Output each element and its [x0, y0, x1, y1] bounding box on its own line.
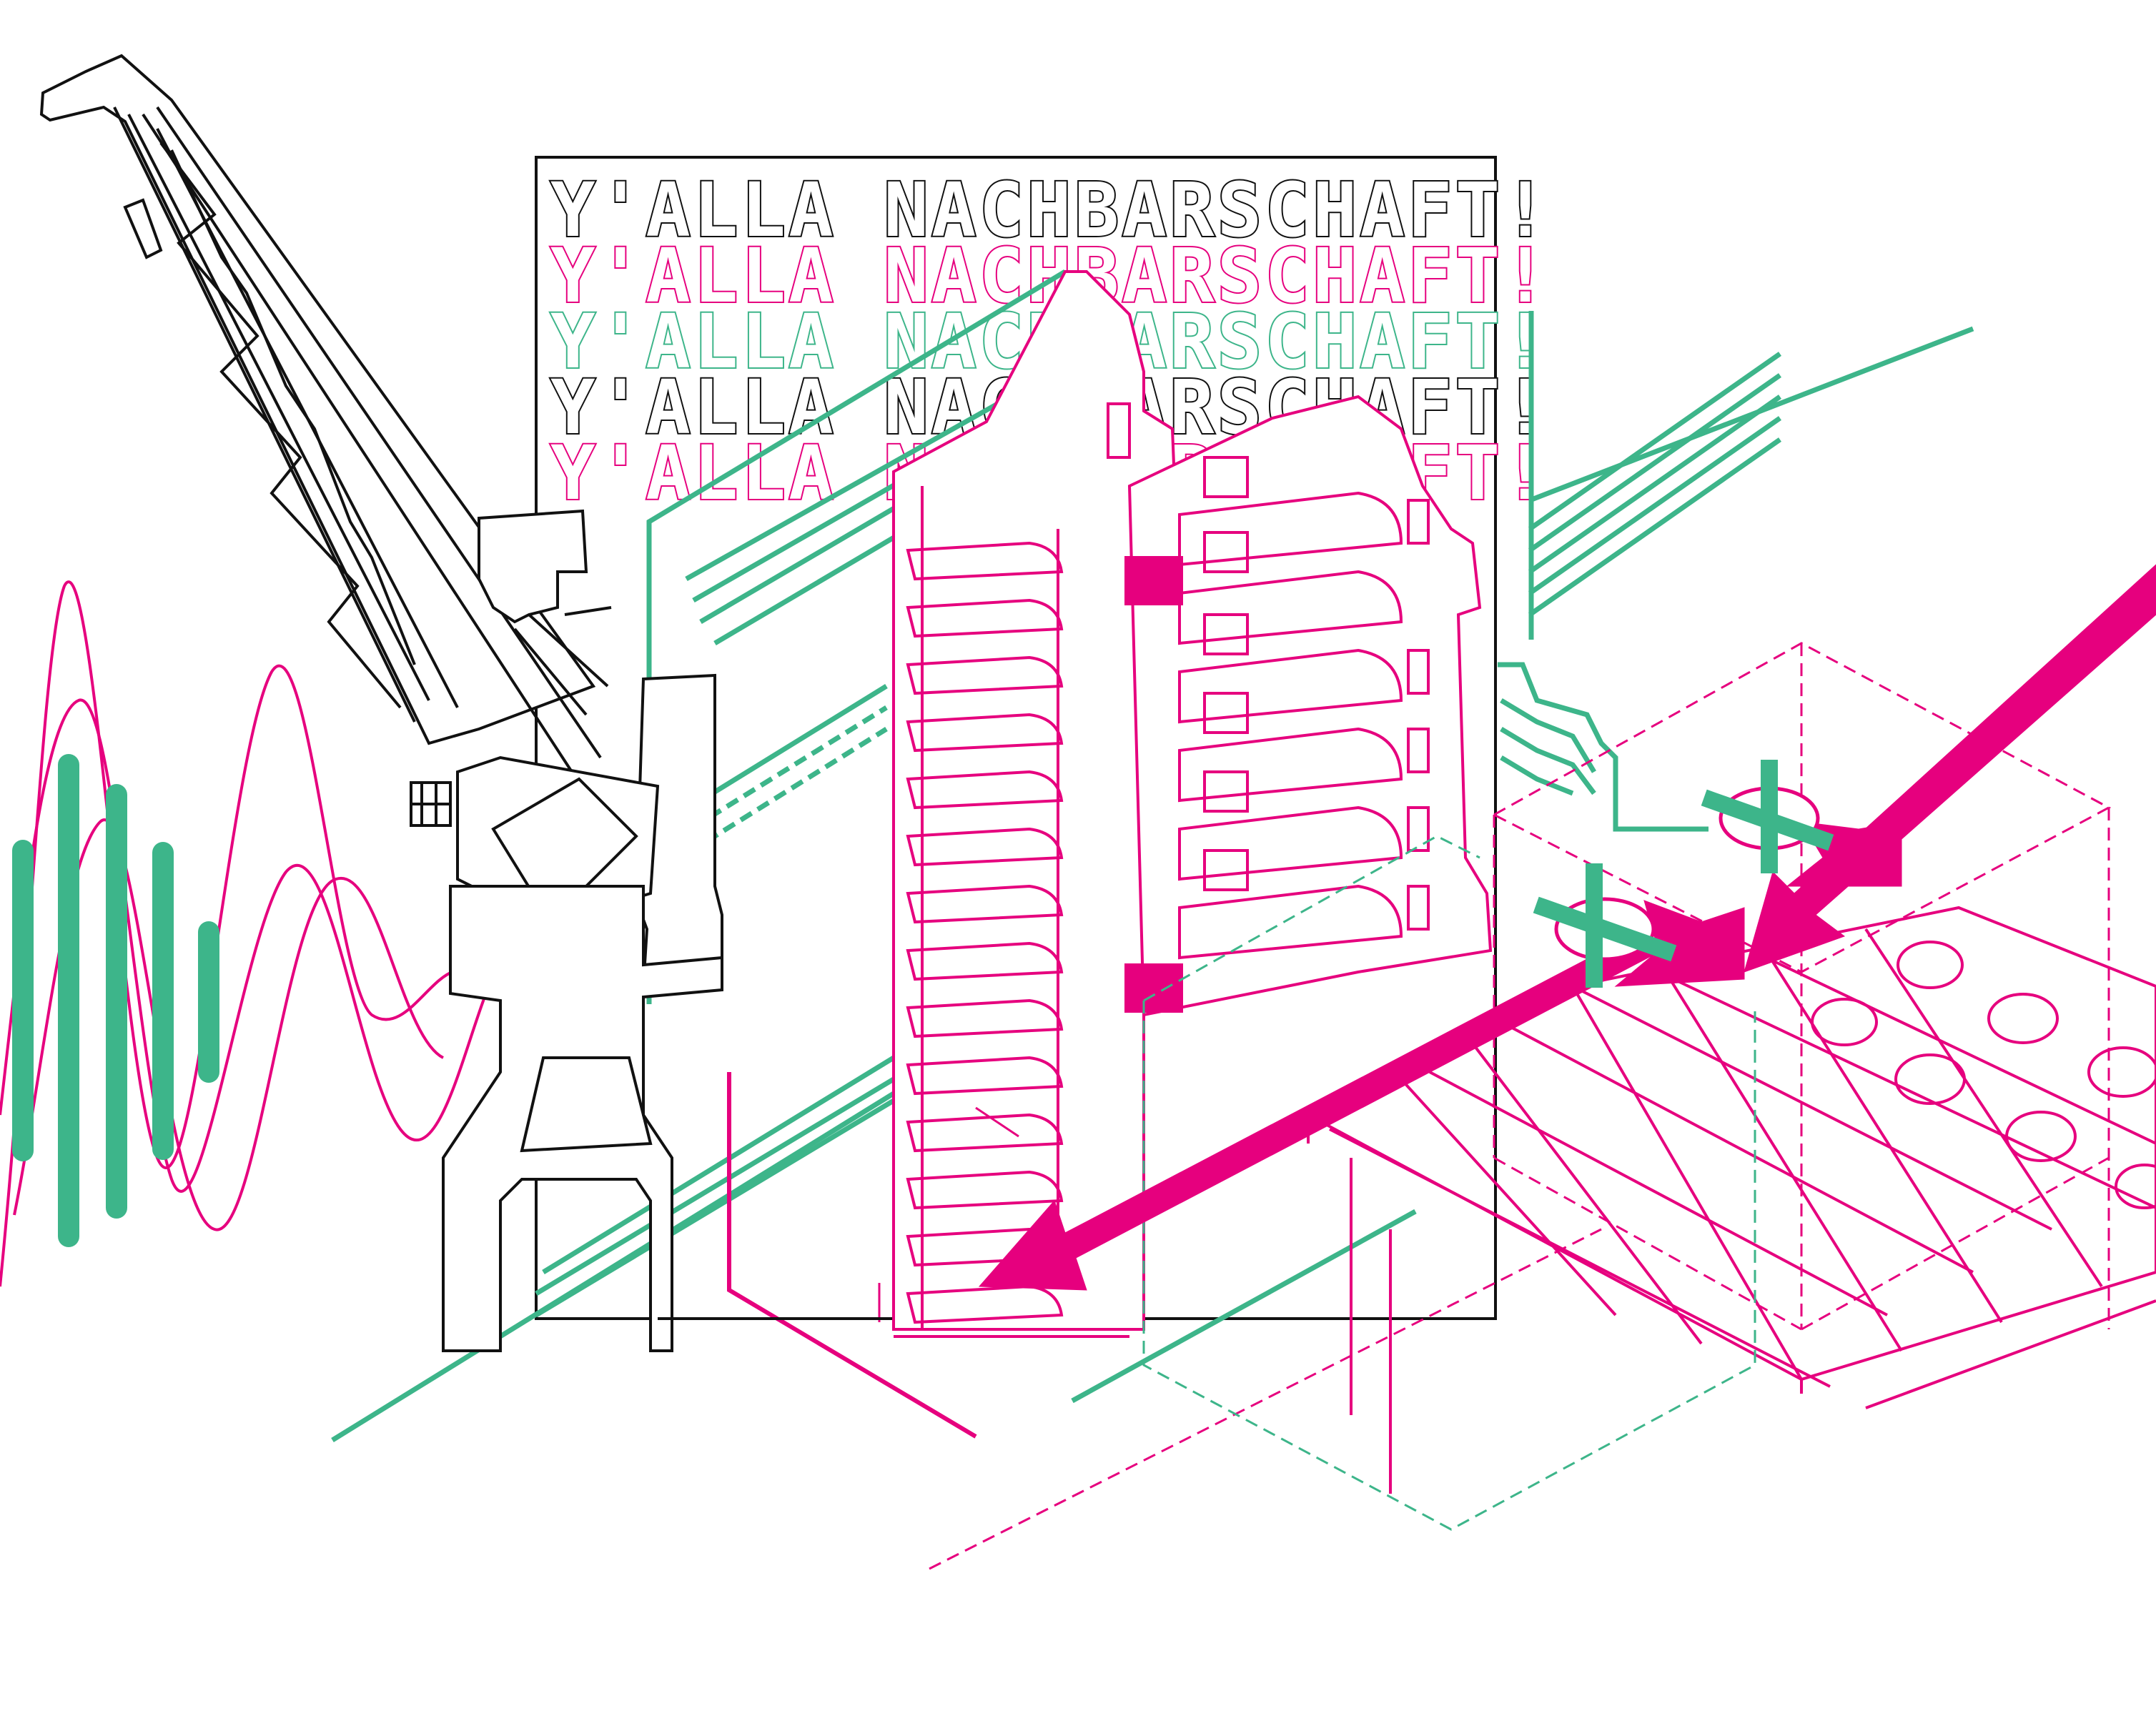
- green-circuit-2: [1500, 698, 1597, 773]
- green-circuit-1: [1498, 662, 1709, 832]
- isometric-grid: [1305, 642, 2156, 1409]
- equalizer-bars: [12, 754, 219, 1247]
- building-wing: [1127, 395, 1493, 1017]
- building-accent-panel-1: [1124, 556, 1183, 605]
- cross-markers: [1533, 760, 1834, 988]
- crane-boom: [39, 54, 596, 745]
- crane-cab: [478, 509, 588, 624]
- building-windows: [1107, 402, 1430, 931]
- green-circuit-3: [1500, 726, 1596, 795]
- cross-marker-icon-1: [1533, 863, 1677, 988]
- crane-illustration: [39, 54, 723, 1352]
- grid-circles: [1811, 941, 2156, 1209]
- wing-floors: [1178, 491, 1403, 960]
- green-circuit-4: [1500, 755, 1574, 796]
- building-accent-panel-2: [1124, 963, 1183, 1013]
- title-line-1: Y'ALLA NACHBARSCHAFT!: [550, 167, 1551, 254]
- crane-portal: [442, 885, 723, 1352]
- magenta-lines: [727, 1072, 1602, 1570]
- green-dashed-frame: [1142, 835, 1756, 1531]
- arrow-icon-2: [1744, 564, 2156, 973]
- crane-hook: [123, 198, 163, 259]
- cross-marker-icon-2: [1701, 760, 1834, 873]
- title-line-2: Y'ALLA NACHBARSCHAFT!: [550, 232, 1551, 319]
- tower-floors: [894, 486, 1129, 1338]
- wave-line-1: [0, 580, 488, 1287]
- building-illustration: [892, 270, 1493, 1338]
- magenta-ground-line: [727, 1072, 977, 1439]
- wave-line-2: [0, 698, 502, 1193]
